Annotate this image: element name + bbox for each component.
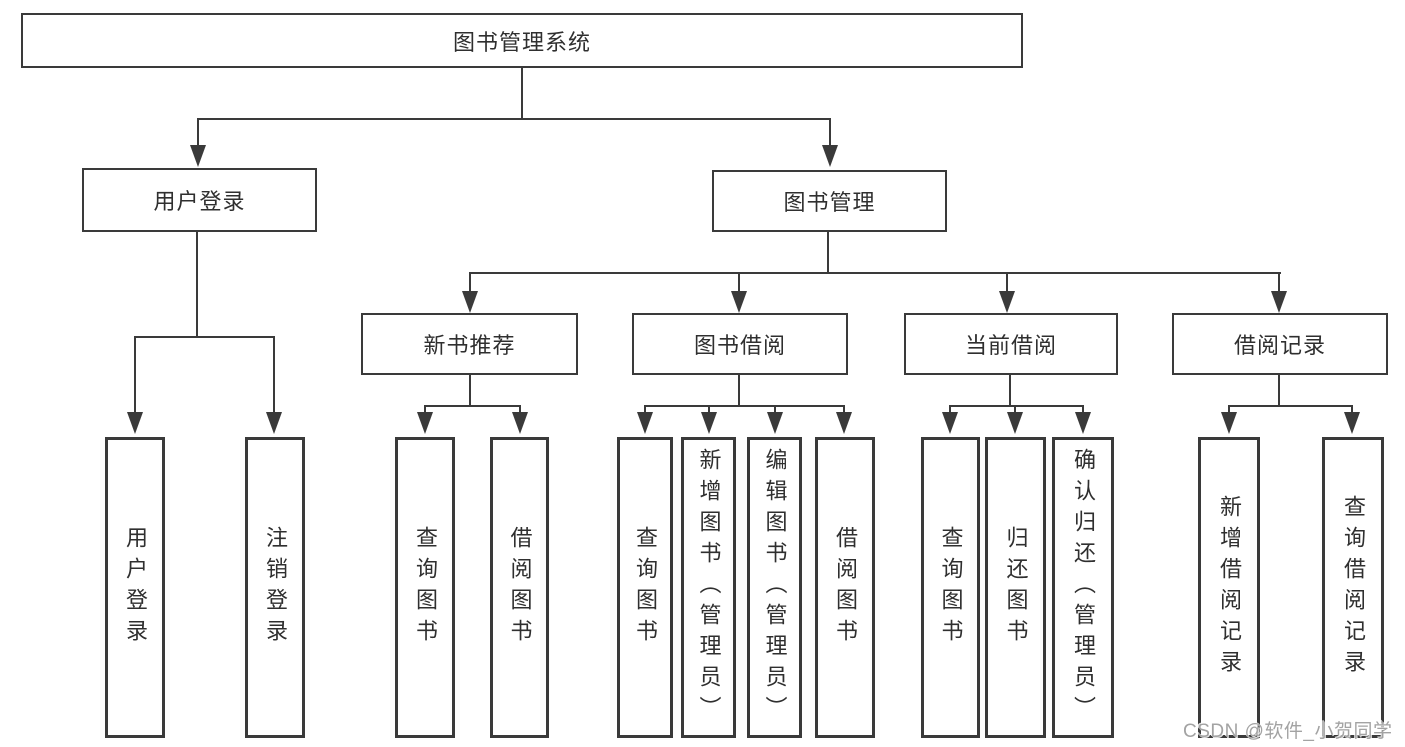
leaf-label: 确认归还（管理员）: [1071, 448, 1096, 727]
node-label: 当前借阅: [964, 333, 1057, 358]
leaf-label: 查询图书: [633, 525, 658, 650]
leaf-label: 查询图书: [938, 525, 964, 650]
connector-stem: [197, 118, 199, 146]
leaf-label: 编辑图书（管理员）: [762, 448, 788, 727]
arrowhead-down-icon: [836, 412, 852, 434]
arrowhead-down-icon: [999, 291, 1015, 313]
leaf-user-login: 用户登录: [105, 437, 165, 738]
connector-rail: [949, 405, 1084, 407]
connector-stem: [708, 405, 710, 414]
leaf-return-book: 归还图书: [985, 437, 1046, 738]
node-borrowing-records: 借阅记录: [1172, 313, 1388, 375]
arrowhead-down-icon: [417, 412, 433, 434]
leaf-query-books-newbooks: 查询图书: [395, 437, 455, 738]
connector-stem: [1228, 405, 1230, 414]
connector-stem: [469, 272, 471, 292]
node-label: 图书管理: [783, 190, 876, 215]
node-label: 新书推荐: [423, 333, 516, 358]
leaf-label: 新增图书（管理员）: [696, 448, 722, 727]
leaf-edit-book-admin: 编辑图书（管理员）: [747, 437, 802, 738]
connector-stem: [469, 375, 471, 405]
leaf-borrow-books-newbooks: 借阅图书: [490, 437, 549, 738]
node-label: 借阅记录: [1233, 333, 1326, 358]
connector-root-stem: [521, 68, 523, 118]
leaf-label: 用户登录: [123, 525, 148, 650]
node-label: 图书借阅: [693, 333, 786, 358]
leaf-label: 借阅图书: [507, 525, 533, 650]
connector-rail: [644, 405, 845, 407]
leaf-query-borrow-record: 查询借阅记录: [1322, 437, 1384, 738]
connector-stem: [1006, 272, 1008, 292]
leaf-label: 查询图书: [413, 525, 438, 650]
connector-stem: [1082, 405, 1084, 414]
connector-stem: [1278, 272, 1280, 292]
arrowhead-down-icon: [1221, 412, 1237, 434]
node-label: 用户登录: [153, 189, 246, 214]
connector-user-login-stem: [196, 232, 198, 336]
connector-stem: [774, 405, 776, 414]
leaf-query-books-current: 查询图书: [921, 437, 980, 738]
node-current-borrowing: 当前借阅: [904, 313, 1118, 375]
leaf-logout: 注销登录: [245, 437, 305, 738]
connector-stem: [1278, 375, 1280, 405]
connector-stem: [424, 405, 426, 414]
arrowhead-down-icon: [767, 412, 783, 434]
arrowhead-down-icon: [190, 145, 206, 167]
connector-stem: [134, 336, 136, 412]
connector-level2-rail: [197, 118, 831, 120]
connector-stem: [738, 272, 740, 292]
connector-book-management-stem: [827, 232, 829, 272]
node-new-book-recommendation: 新书推荐: [361, 313, 578, 375]
arrowhead-down-icon: [942, 412, 958, 434]
leaf-label: 归还图书: [1003, 525, 1029, 650]
arrowhead-down-icon: [637, 412, 653, 434]
arrowhead-down-icon: [462, 291, 478, 313]
leaf-add-borrow-record: 新增借阅记录: [1198, 437, 1260, 738]
connector-stem: [1351, 405, 1353, 414]
connector-stem: [519, 405, 521, 414]
connector-user-login-rail: [134, 336, 275, 338]
connector-stem: [843, 405, 845, 414]
arrowhead-down-icon: [1075, 412, 1091, 434]
arrowhead-down-icon: [512, 412, 528, 434]
arrowhead-down-icon: [822, 145, 838, 167]
leaf-label: 查询借阅记录: [1341, 494, 1366, 681]
connector-stem: [1009, 375, 1011, 405]
connector-stem: [829, 118, 831, 146]
arrowhead-down-icon: [1344, 412, 1360, 434]
node-library-management-system: 图书管理系统: [21, 13, 1023, 68]
watermark: CSDN @软件_小贺同学: [1183, 721, 1393, 742]
leaf-borrow-books-borrowing: 借阅图书: [815, 437, 875, 738]
arrowhead-down-icon: [701, 412, 717, 434]
connector-rail: [424, 405, 521, 407]
leaf-label: 新增借阅记录: [1217, 494, 1242, 681]
connector-stem: [273, 336, 275, 412]
arrowhead-down-icon: [127, 412, 143, 434]
leaf-add-book-admin: 新增图书（管理员）: [681, 437, 736, 738]
node-label: 图书管理系统: [452, 29, 591, 55]
leaf-query-books-borrowing: 查询图书: [617, 437, 673, 738]
node-book-management: 图书管理: [712, 170, 947, 232]
node-book-borrowing: 图书借阅: [632, 313, 848, 375]
connector-stem: [738, 375, 740, 405]
arrowhead-down-icon: [1007, 412, 1023, 434]
arrowhead-down-icon: [266, 412, 282, 434]
connector-stem: [1014, 405, 1016, 414]
leaf-label: 注销登录: [263, 525, 288, 650]
connector-rail: [1228, 405, 1353, 407]
connector-level3-rail: [469, 272, 1281, 274]
connector-stem: [949, 405, 951, 414]
node-user-login: 用户登录: [82, 168, 317, 232]
connector-stem: [644, 405, 646, 414]
leaf-label: 借阅图书: [833, 525, 858, 650]
arrowhead-down-icon: [1271, 291, 1287, 313]
arrowhead-down-icon: [731, 291, 747, 313]
leaf-confirm-return-admin: 确认归还（管理员）: [1052, 437, 1114, 738]
